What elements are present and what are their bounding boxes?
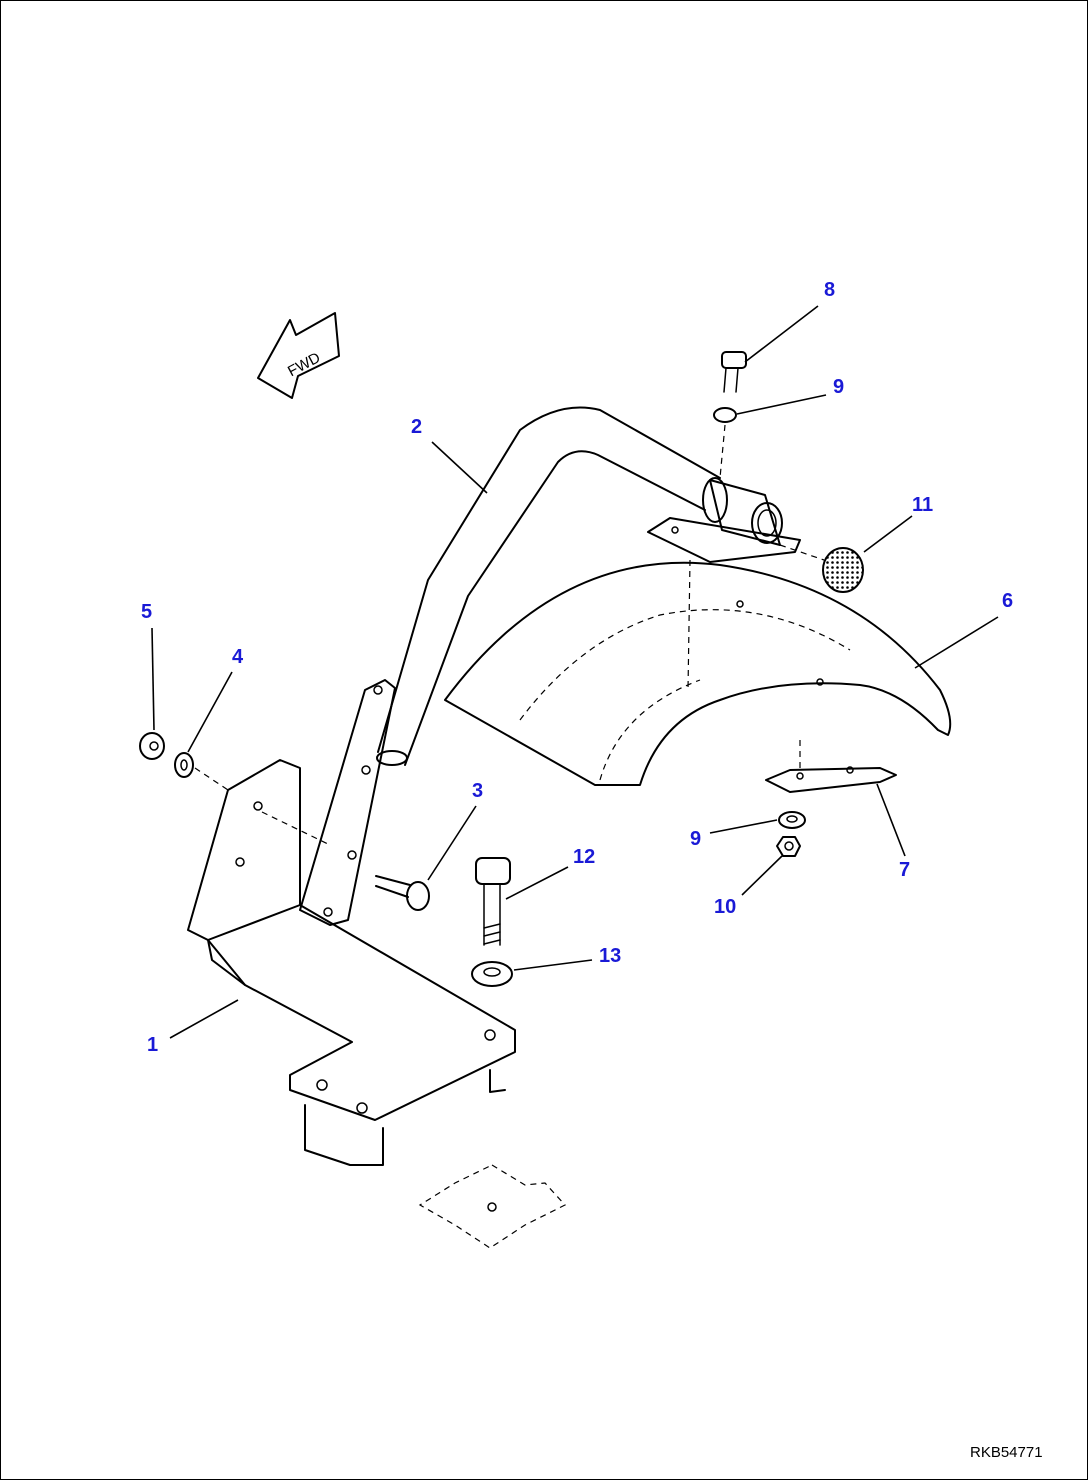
callout-9-top: 9 — [833, 376, 844, 398]
side-nut-washer — [139, 732, 229, 791]
drawing-code: RKB54771 — [970, 1444, 1043, 1461]
callout-leaders — [151, 305, 999, 1039]
callout-3: 3 — [472, 780, 483, 802]
callout-2: 2 — [411, 416, 422, 438]
callout-6: 6 — [1002, 590, 1013, 612]
strut — [261, 679, 396, 926]
vertical-bolt-washer — [471, 857, 513, 987]
callout-1: 1 — [147, 1034, 158, 1056]
callout-8: 8 — [824, 279, 835, 301]
top-bolt-washer — [713, 351, 747, 479]
callout-4: 4 — [232, 646, 244, 668]
stay — [765, 740, 897, 793]
lower-washer-nut — [776, 811, 806, 857]
mounting-footprint — [418, 1164, 566, 1249]
cap — [779, 544, 864, 593]
callout-5: 5 — [141, 601, 152, 623]
callout-7: 7 — [899, 859, 910, 881]
side-bolt — [375, 875, 430, 911]
fender — [444, 559, 952, 786]
fwd-label: FWD — [285, 349, 323, 380]
bracket — [187, 759, 516, 1166]
callout-10: 10 — [714, 896, 736, 918]
callout-11: 11 — [912, 494, 933, 516]
handrail-pipe — [376, 406, 801, 766]
callout-13: 13 — [599, 945, 621, 967]
callout-12: 12 — [573, 846, 595, 868]
forward-direction-arrow: FWD — [257, 312, 340, 399]
callout-9-bottom: 9 — [690, 828, 701, 850]
